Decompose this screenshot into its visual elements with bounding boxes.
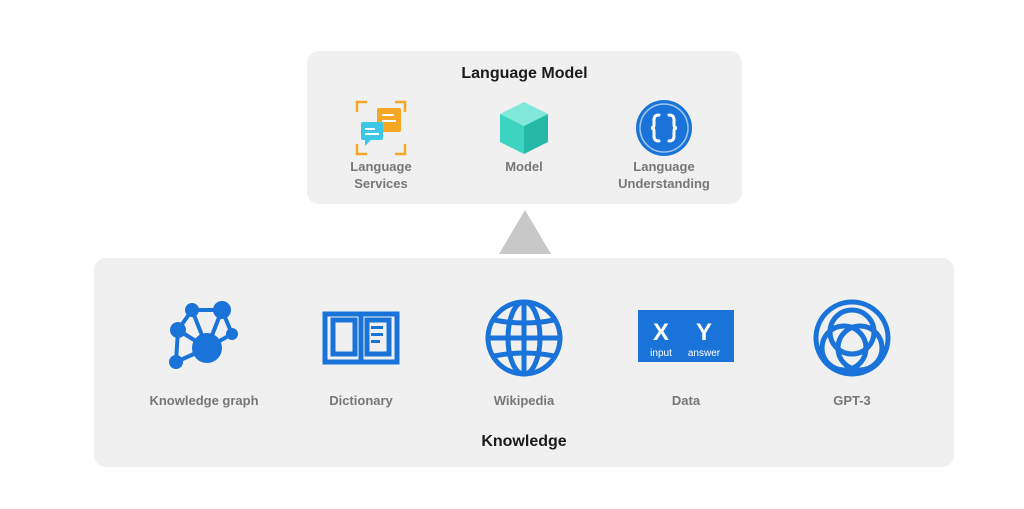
knowledge-graph-icon — [169, 301, 238, 369]
cube-icon — [500, 102, 548, 154]
model-label: Model — [505, 159, 543, 174]
globe-icon — [485, 299, 563, 377]
wikipedia-item: Wikipedia — [469, 296, 579, 409]
data-item: X Y input answer Data — [636, 296, 736, 409]
data-x-caption: input — [650, 348, 672, 359]
knowledge-graph-label: Knowledge graph — [149, 393, 259, 408]
knowledge-graph-item: Knowledge graph — [139, 296, 269, 409]
data-y-letter: Y — [696, 319, 712, 346]
model-item: Model — [482, 98, 566, 175]
book-icon — [322, 311, 400, 365]
data-x-letter: X — [653, 319, 669, 346]
data-y-caption: answer — [688, 348, 721, 359]
language-model-panel: Language Model Language Services Model — [307, 51, 742, 204]
language-services-label: Language Services — [350, 159, 412, 191]
xy-data-icon: X Y input answer — [638, 310, 734, 362]
language-model-title: Language Model — [461, 65, 588, 82]
language-services-icon — [355, 100, 407, 156]
dictionary-item: Dictionary — [306, 296, 416, 409]
language-services-item: Language Services — [339, 98, 423, 192]
dictionary-label: Dictionary — [329, 393, 393, 408]
language-understanding-item: Language Understanding — [609, 98, 719, 192]
up-arrow-icon — [499, 210, 551, 254]
knowledge-title: Knowledge — [481, 433, 567, 450]
knowledge-panel: Knowledge graph Dictionary — [94, 258, 954, 467]
wikipedia-label: Wikipedia — [493, 393, 555, 408]
gpt3-rings-icon — [813, 299, 891, 377]
gpt3-label: GPT-3 — [833, 393, 871, 408]
language-understanding-label: Language Understanding — [618, 159, 710, 191]
gpt3-item: GPT-3 — [802, 296, 902, 409]
data-label: Data — [671, 393, 701, 408]
braces-icon — [636, 100, 692, 156]
